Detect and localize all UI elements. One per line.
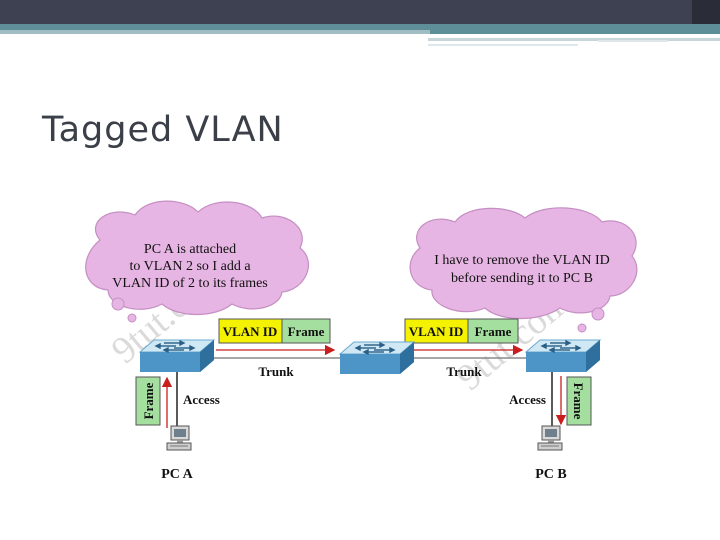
pc-a-label: PC A — [161, 467, 193, 482]
pc-a-icon — [166, 425, 192, 451]
vlan-id-label: VLAN ID — [223, 324, 278, 339]
frame-box-left: Frame — [135, 376, 161, 426]
frame-label: Frame — [288, 324, 325, 339]
trunk-label-right: Trunk — [446, 364, 482, 379]
top-bar — [0, 0, 720, 24]
bubble-left-line-3: VLAN ID of 2 to its frames — [112, 276, 268, 291]
frame-label: Frame — [571, 383, 586, 420]
switch-left-icon — [139, 339, 215, 373]
tagged-frame-right: VLAN ID Frame — [404, 318, 519, 344]
bubble-right-line-2: before sending it to PC B — [451, 271, 593, 286]
accent-strip — [0, 24, 720, 34]
frame-box-right: Frame — [566, 376, 592, 426]
decorative-line — [428, 44, 578, 46]
bubble-left-line-2: to VLAN 2 so I add a — [129, 259, 251, 274]
pc-b-label: PC B — [535, 467, 567, 482]
thought-bubble-left: PC A is attached to VLAN 2 so I add a VL… — [85, 200, 310, 323]
bubble-right-line-1: I have to remove the VLAN ID — [434, 253, 609, 268]
decorative-line — [428, 38, 720, 41]
vlan-id-label: VLAN ID — [409, 324, 464, 339]
top-bar-corner — [692, 0, 720, 24]
pc-b-icon — [537, 425, 563, 451]
access-label-left: Access — [183, 392, 220, 407]
frame-label: Frame — [475, 324, 512, 339]
slide-title: Tagged VLAN — [42, 110, 284, 150]
access-label-right: Access — [509, 392, 546, 407]
switch-center-icon — [339, 341, 415, 375]
accent-strip-light — [0, 30, 430, 34]
trunk-label-left: Trunk — [258, 364, 294, 379]
frame-label: Frame — [141, 382, 156, 419]
thought-bubble-right: I have to remove the VLAN ID before send… — [409, 207, 638, 333]
switch-right-icon — [525, 339, 601, 373]
decorative-line — [598, 40, 668, 42]
bubble-left-line-1: PC A is attached — [144, 242, 236, 257]
tagged-frame-left: VLAN ID Frame — [218, 318, 331, 344]
